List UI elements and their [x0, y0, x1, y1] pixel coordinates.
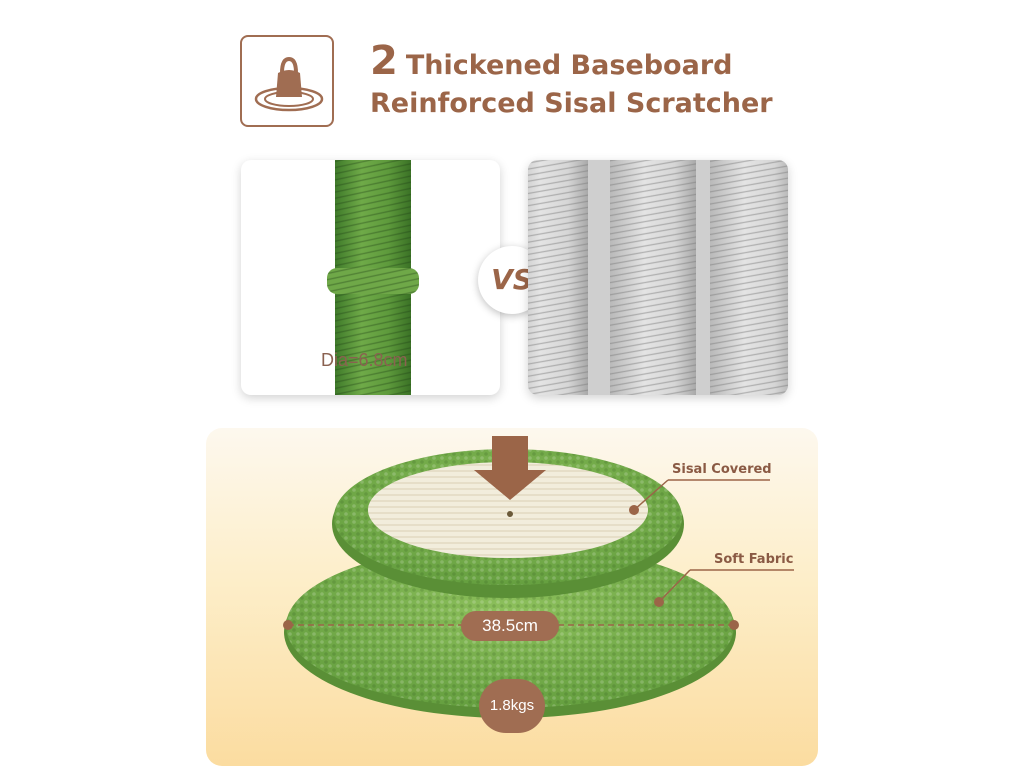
weight-label: 1.8kgs	[479, 679, 545, 733]
sisal-post-illustration	[327, 160, 419, 395]
callout-sisal-covered: Sisal Covered	[672, 462, 772, 477]
width-label: 38.5cm	[461, 611, 559, 641]
title-line-2: Reinforced Sisal Scratcher	[370, 88, 773, 119]
title-number: 2	[370, 38, 398, 84]
kettlebell-base-icon	[240, 35, 334, 127]
gray-posts-illustration	[528, 160, 788, 395]
callout-soft-fabric: Soft Fabric	[714, 552, 794, 567]
sisal-post-photo: Dia=6.8cm	[241, 160, 500, 395]
title-text-1: Thickened Baseboard	[405, 50, 733, 81]
diameter-label: Dia=6.8cm	[321, 350, 408, 370]
gray-sisal-posts-photo	[528, 160, 788, 395]
